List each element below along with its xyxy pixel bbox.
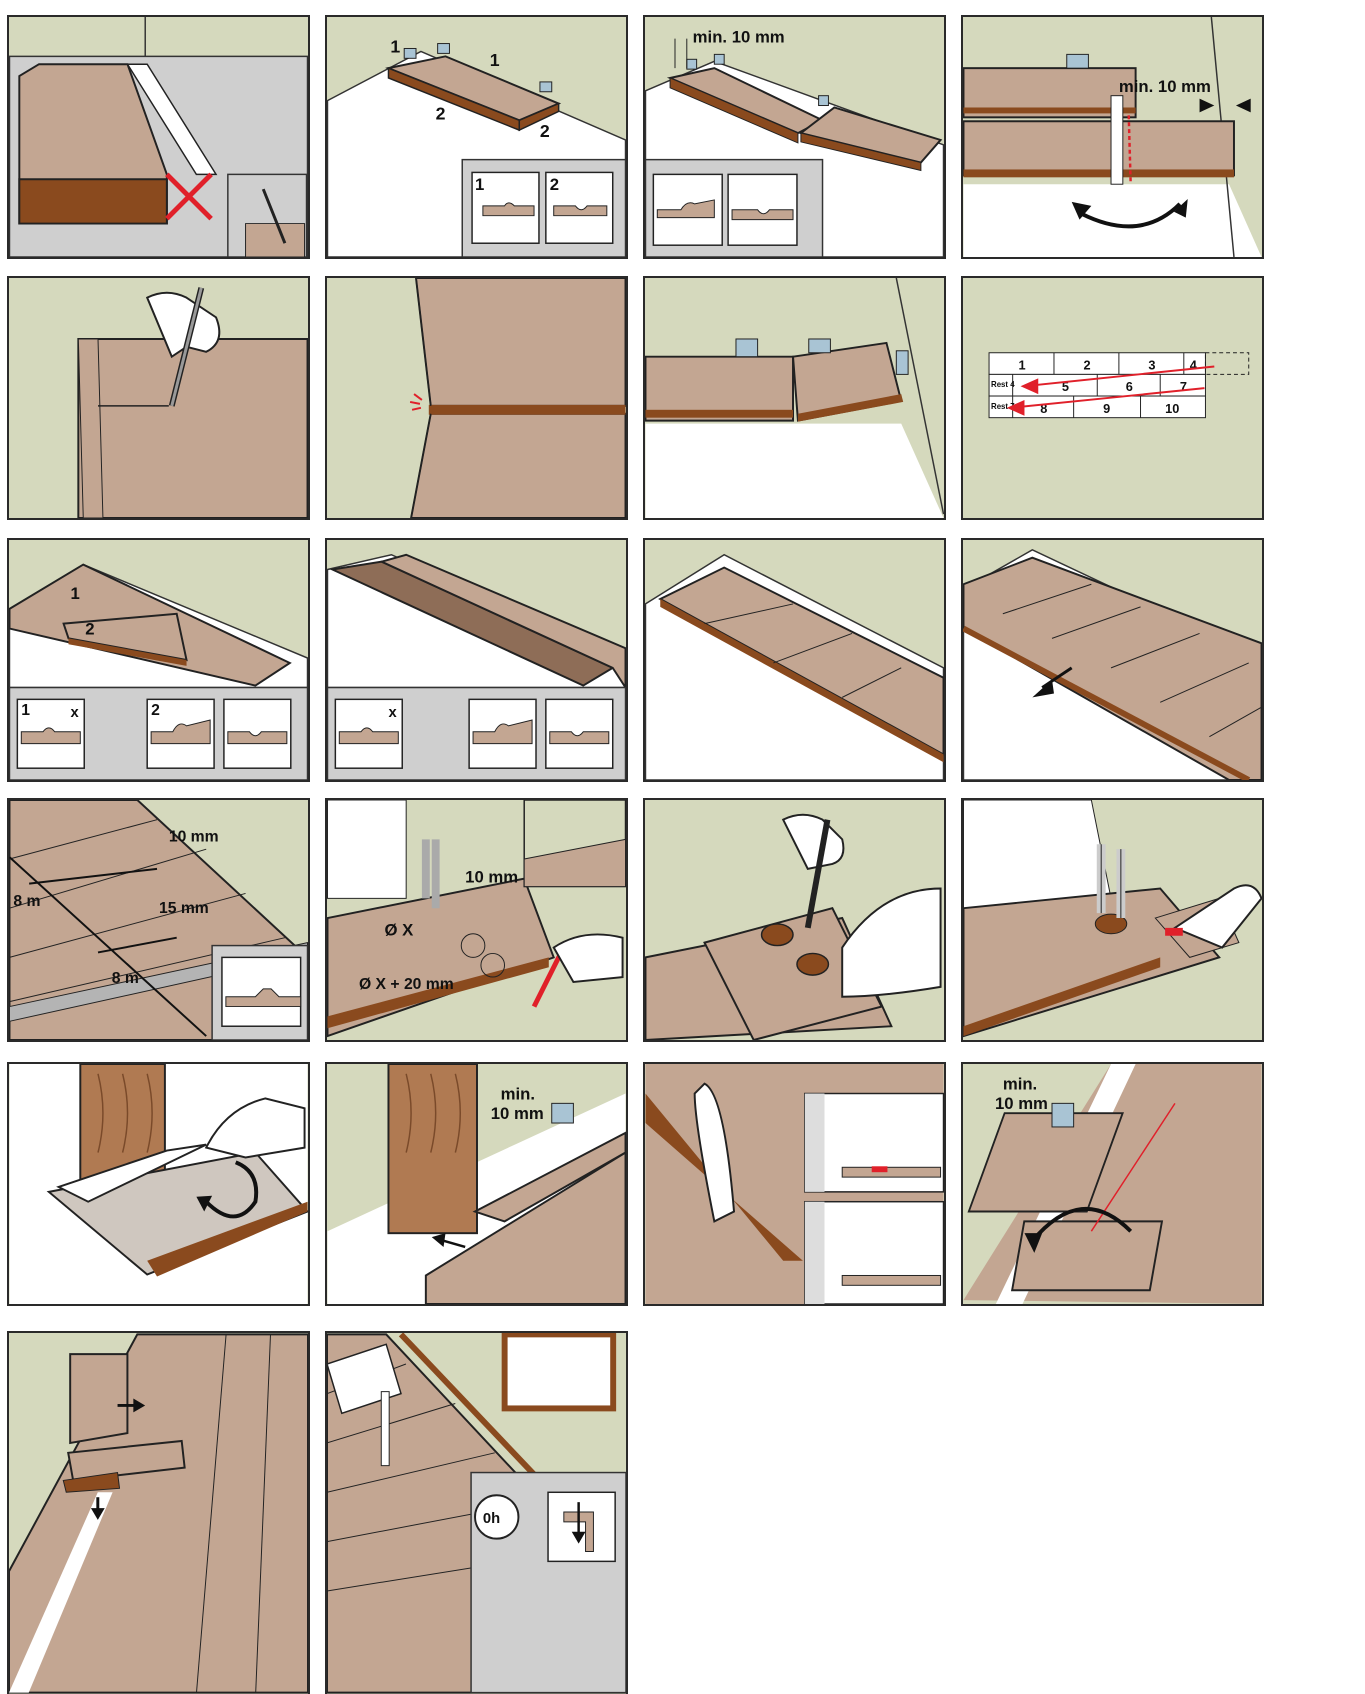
step-17-illustration	[9, 1064, 308, 1304]
step-8-row2-cell3: 6	[1126, 379, 1133, 394]
step-3-illustration: min. 10 mm	[645, 17, 944, 257]
step-14-hole-label: Ø X	[385, 921, 414, 940]
step-2-panel: 1 1 2 2 1 2	[325, 15, 628, 259]
step-10-x-label: x	[388, 705, 397, 721]
step-18-panel: min. 10 mm	[325, 1062, 628, 1306]
step-8-row1-cell3: 3	[1148, 357, 1155, 372]
step-14-panel: 10 mm Ø X Ø X + 20 mm	[325, 798, 628, 1042]
step-8-row1-cell1: 1	[1019, 357, 1026, 372]
step-2-inset-label-2: 2	[550, 175, 559, 194]
step-8-row2-cell1: Rest 4	[991, 380, 1015, 389]
step-22-panel: 0h	[325, 1331, 628, 1694]
step-7-illustration	[645, 278, 944, 518]
step-8-row3-cell4: 10	[1165, 401, 1179, 416]
step-11-illustration	[645, 540, 944, 780]
step-15-panel	[643, 798, 946, 1042]
step-14-gap-label: 10 mm	[465, 868, 518, 887]
step-22-illustration: 0h	[327, 1333, 626, 1694]
step-13-length-b-label: 8 m	[112, 970, 139, 987]
step-12-panel	[961, 538, 1264, 782]
step-13-illustration: 10 mm 8 m 8 m 15 mm	[9, 800, 308, 1040]
step-3-panel: min. 10 mm	[643, 15, 946, 259]
step-2-inset-label-1: 1	[475, 175, 484, 194]
step-1-panel	[7, 15, 310, 259]
step-8-illustration: 1 2 3 4 Rest 4 5 6 7 Rest 7 8 9 10	[963, 278, 1262, 518]
step-20-panel: min. 10 mm	[961, 1062, 1264, 1306]
step-2-label-2a: 2	[436, 103, 446, 123]
step-20-gap-bottom-label: 10 mm	[995, 1094, 1048, 1113]
step-9-illustration: 1 2 1 2 x	[9, 540, 308, 780]
step-18-illustration: min. 10 mm	[327, 1064, 626, 1304]
step-1-illustration	[9, 17, 308, 257]
step-20-illustration: min. 10 mm	[963, 1064, 1262, 1304]
step-9-x-label: x	[70, 705, 79, 721]
step-13-panel: 10 mm 8 m 8 m 15 mm	[7, 798, 310, 1042]
step-14-illustration: 10 mm Ø X Ø X + 20 mm	[327, 800, 626, 1040]
step-14-hole-big-label: Ø X + 20 mm	[359, 976, 454, 993]
step-8-row3-cell2: 8	[1040, 401, 1047, 416]
step-21-illustration	[9, 1333, 308, 1694]
step-17-panel	[7, 1062, 310, 1306]
step-9-panel: 1 2 1 2 x	[7, 538, 310, 782]
step-8-row1-cell2: 2	[1083, 357, 1090, 372]
step-2-label-2b: 2	[540, 121, 550, 141]
step-4-panel: min. 10 mm	[961, 15, 1264, 259]
step-6-panel	[325, 276, 628, 520]
step-16-panel	[961, 798, 1264, 1042]
step-6-illustration	[327, 278, 626, 518]
step-4-illustration: min. 10 mm	[963, 17, 1262, 257]
step-19-panel	[643, 1062, 946, 1306]
step-4-gap-label: min. 10 mm	[1119, 77, 1211, 96]
step-9-inset-label-2: 2	[151, 702, 160, 719]
step-16-illustration	[963, 800, 1262, 1040]
step-3-gap-label: min. 10 mm	[693, 28, 785, 47]
step-13-length-a-label: 8 m	[13, 893, 40, 910]
step-8-panel: 1 2 3 4 Rest 4 5 6 7 Rest 7 8 9 10	[961, 276, 1264, 520]
step-7-panel	[643, 276, 946, 520]
step-22-time-label: 0h	[483, 1511, 500, 1527]
step-8-row1-cell4: 4	[1190, 357, 1198, 372]
step-18-gap-top-label: min.	[501, 1084, 535, 1103]
step-15-illustration	[645, 800, 944, 1040]
step-10-panel: x	[325, 538, 628, 782]
step-13-profile-label: 15 mm	[159, 900, 209, 917]
step-5-panel	[7, 276, 310, 520]
step-13-gap-label: 10 mm	[169, 828, 219, 845]
step-8-row3-cell3: 9	[1103, 401, 1110, 416]
step-9-inset-label-1: 1	[21, 702, 30, 719]
step-20-gap-top-label: min.	[1003, 1075, 1037, 1094]
step-10-illustration: x	[327, 540, 626, 780]
step-2-label-1b: 1	[490, 50, 500, 70]
step-11-panel	[643, 538, 946, 782]
step-19-illustration	[645, 1064, 944, 1304]
step-12-illustration	[963, 540, 1262, 780]
step-8-row2-cell4: 7	[1180, 379, 1187, 394]
step-2-label-1a: 1	[390, 36, 400, 56]
step-2-illustration: 1 1 2 2 1 2	[327, 17, 626, 257]
step-9-label-1: 1	[70, 584, 79, 603]
step-5-illustration	[9, 278, 308, 518]
step-21-panel	[7, 1331, 310, 1694]
step-9-label-2: 2	[85, 619, 94, 638]
step-18-gap-bottom-label: 10 mm	[491, 1104, 544, 1123]
